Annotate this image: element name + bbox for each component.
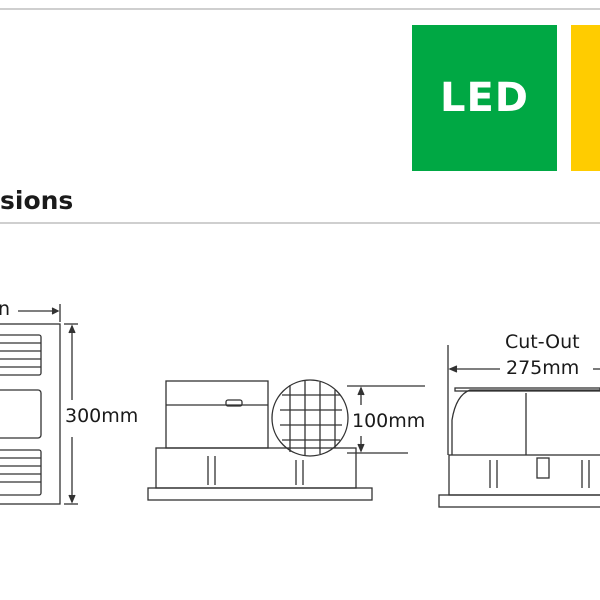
top-divider [0,8,600,10]
front-view-drawing [0,304,78,505]
feature-badge-yellow [571,25,600,171]
height-dimension-label: 300mm [65,405,139,427]
led-badge-label: LED [439,75,529,121]
section-divider [0,222,600,224]
cutout-view-drawing [438,345,600,508]
side-view-drawing [147,379,425,501]
section-heading: sions [0,186,74,215]
depth-dimension-label: 100mm [352,410,426,432]
cutout-label-line2: 275mm [506,357,580,379]
led-badge: LED [412,25,557,171]
width-dimension-label: n [0,298,11,320]
cutout-label-line1: Cut-Out [505,331,580,353]
